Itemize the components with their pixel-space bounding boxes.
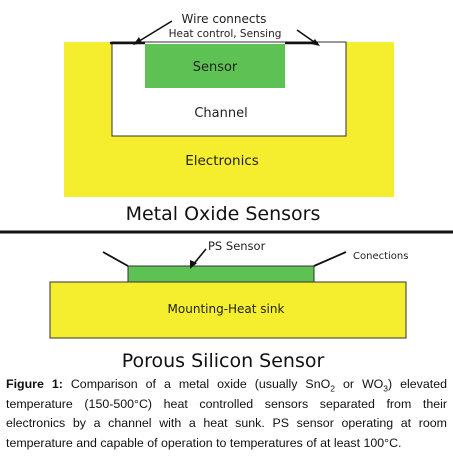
ps-sensor-arrowhead xyxy=(190,260,197,269)
connection-left xyxy=(102,251,129,267)
channel-label: Channel xyxy=(194,106,247,121)
caption-sub-2: 3 xyxy=(383,383,389,394)
wire-label-2: Heat control, Sensing xyxy=(169,28,282,40)
porous-silicon-title: Porous Silicon Sensor xyxy=(122,350,325,372)
wire-arrow-left xyxy=(135,20,173,44)
sensor-comparison-diagram: Wire connects Heat control, Sensing Sens… xyxy=(0,12,453,372)
caption-text-3: ) elevated temperature (150-500°C) heat … xyxy=(6,377,447,450)
caption-text-1: Comparison of a metal oxide (usually SnO xyxy=(62,377,331,391)
heat-sink-block xyxy=(49,281,407,339)
sensor-label: Sensor xyxy=(193,60,238,75)
wire-label-1: Wire connects xyxy=(182,12,267,26)
sensor-element xyxy=(145,44,285,88)
electronics-label: Electronics xyxy=(185,153,259,169)
wire-arrowhead-left xyxy=(133,37,142,45)
ps-sensor-layer xyxy=(127,265,315,283)
wire-arrowhead-right xyxy=(311,39,320,46)
caption-sub-1: 2 xyxy=(330,383,335,394)
caption-text-2: or WO xyxy=(334,377,384,391)
ps-sensor-label: PS Sensor xyxy=(208,239,266,253)
connection-right xyxy=(313,251,347,267)
connections-label: Conections xyxy=(353,251,408,262)
caption-label: Figure 1: xyxy=(6,377,63,391)
heat-sink-label: Mounting-Heat sink xyxy=(168,302,285,316)
figure-caption: Figure 1: Comparison of a metal oxide (u… xyxy=(6,375,447,453)
metal-oxide-title: Metal Oxide Sensors xyxy=(126,203,321,225)
